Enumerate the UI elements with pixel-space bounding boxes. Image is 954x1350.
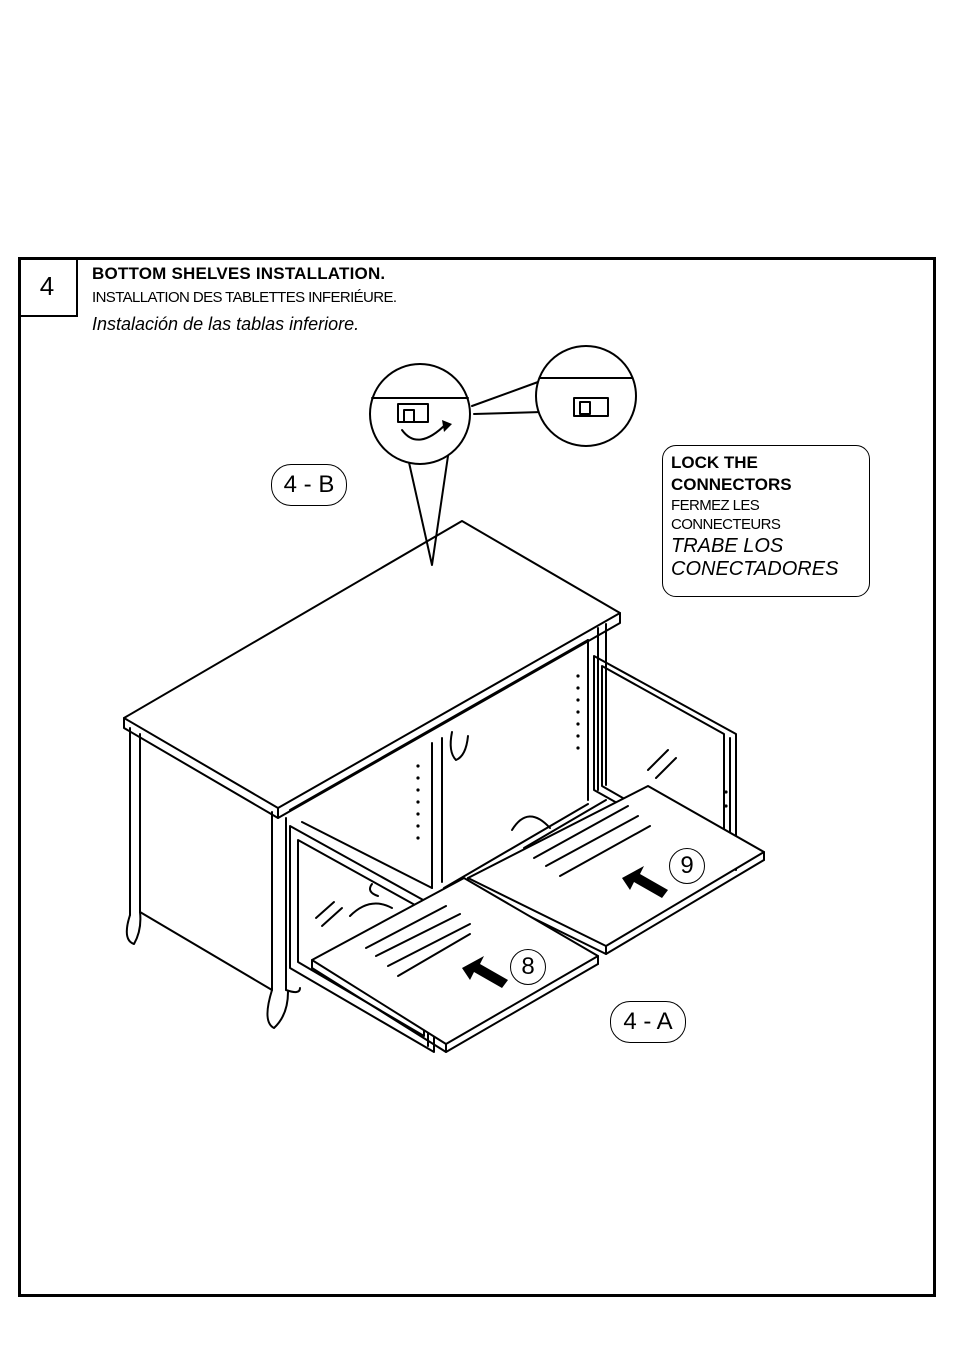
note-line-1: LOCK THE: [671, 453, 758, 472]
shelf-pin-holes: [416, 674, 728, 840]
cabinet-left-side: [125, 727, 301, 1029]
step-title-french: INSTALLATION DES TABLETTES INFERIÉURE.: [92, 289, 397, 306]
cabinet-divider: [289, 639, 589, 897]
rotate-arrow-icon: [511, 815, 551, 831]
instruction-frame: [18, 257, 936, 1297]
note-line-2: CONNECTORS: [671, 475, 792, 494]
push-arrow-icon-9: [622, 866, 668, 898]
connector-detail-locked: [535, 345, 637, 447]
substep-4b-label: 4 - B: [271, 464, 347, 506]
step-number: 4: [18, 257, 78, 317]
shelf-8: [311, 877, 599, 1053]
note-line-5: TRABE LOS: [671, 535, 784, 557]
push-arrow-icon-8: [462, 956, 508, 988]
substep-4a-label: 4 - A: [610, 1001, 686, 1043]
detail-pointer: [407, 455, 449, 566]
connector-detail-unlocked: [369, 363, 471, 465]
detail-connector-line-bottom: [473, 411, 543, 415]
step-title-english: BOTTOM SHELVES INSTALLATION.: [92, 264, 386, 283]
note-line-3: FERMEZ LES: [671, 497, 760, 514]
rotate-arrow-icon-left: [349, 902, 393, 917]
cabinet-top: [123, 520, 621, 819]
detail-connector-line-top: [471, 381, 539, 407]
lock-connectors-note: LOCK THE CONNECTORS FERMEZ LES CONNECTEU…: [662, 445, 870, 597]
cabinet-right-post: [587, 623, 607, 801]
part-9-label: 9: [669, 848, 705, 884]
note-line-6: CONECTADORES: [671, 558, 839, 580]
part-8-label: 8: [510, 949, 546, 985]
step-title-spanish: Instalación de las tablas inferiore.: [92, 314, 360, 334]
note-line-4: CONNECTEURS: [671, 516, 781, 533]
